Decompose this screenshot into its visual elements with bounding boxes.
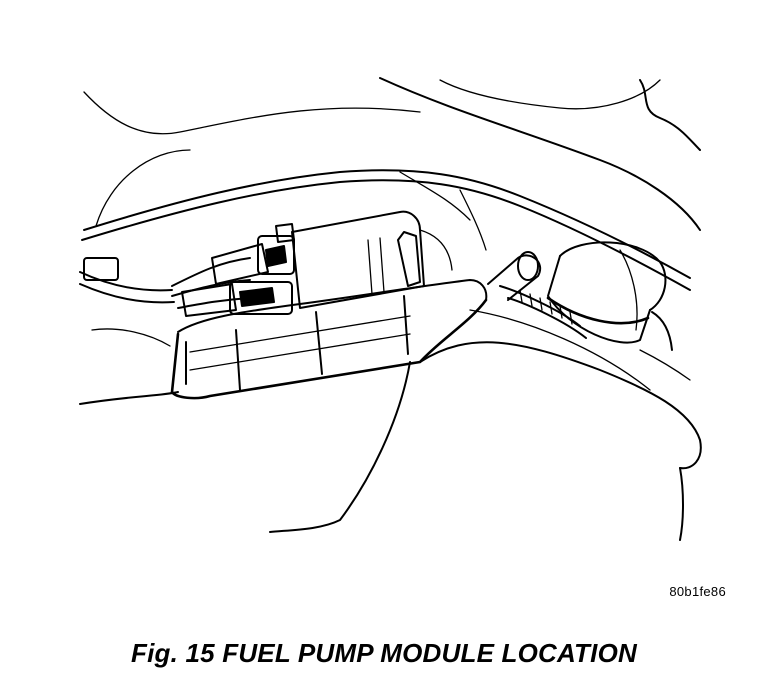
fuel-pump-module-illustration	[79, 77, 702, 541]
figure-caption: Fig. 15 FUEL PUMP MODULE LOCATION	[0, 638, 768, 669]
vent-hose	[639, 311, 691, 381]
figure-caption-title: FUEL PUMP MODULE LOCATION	[222, 638, 637, 668]
figure-reference-code: 80b1fe86	[669, 584, 726, 599]
electrical-connector-upper	[211, 223, 295, 285]
filler-neck	[487, 241, 667, 344]
upper-body-panel	[83, 77, 701, 231]
frame-rail	[81, 149, 691, 291]
figure-caption-number: Fig. 15	[131, 638, 215, 668]
pump-module-cover	[291, 210, 453, 309]
electrical-connector-lower	[181, 281, 293, 317]
fuel-tank	[79, 279, 702, 541]
